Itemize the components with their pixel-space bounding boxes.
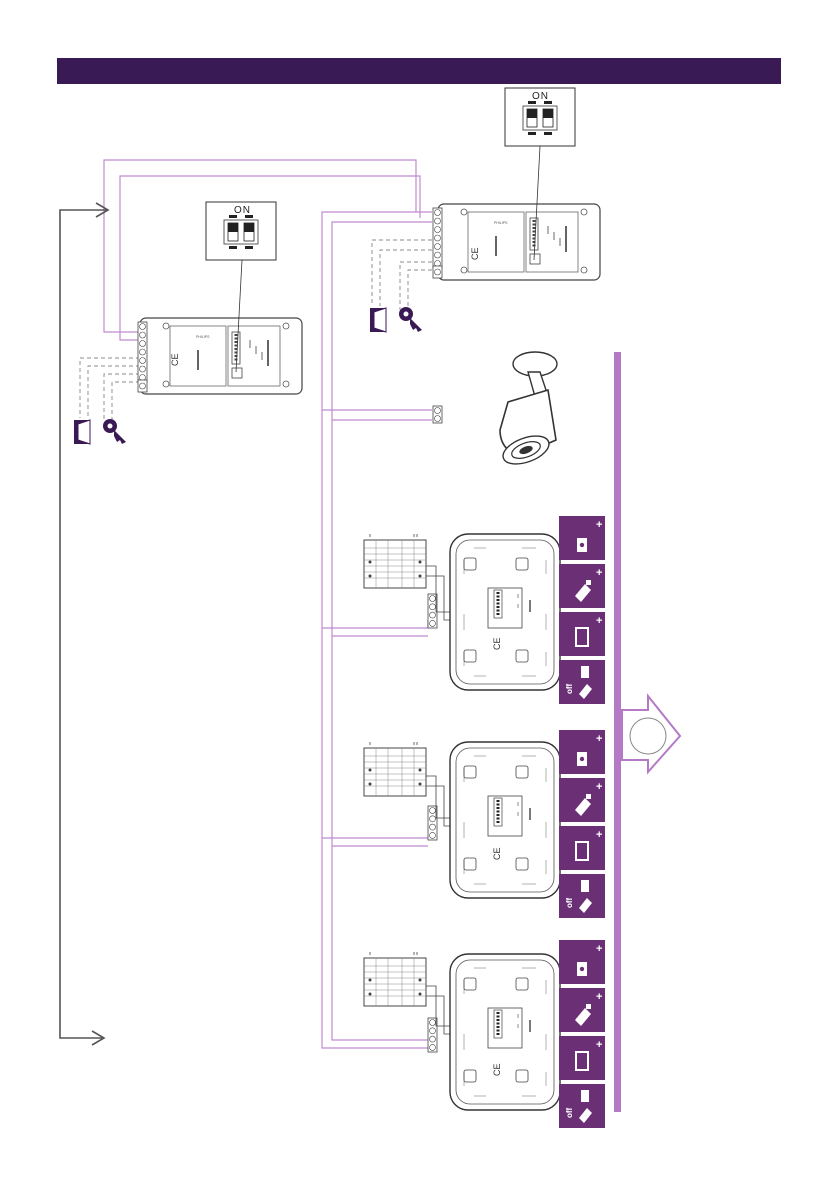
plus-sign: + [596, 1039, 602, 1051]
house-icon [622, 696, 680, 772]
camera-icon [499, 352, 557, 469]
door-station-2-terminals [433, 208, 442, 268]
door-station-2 [438, 204, 600, 280]
controls-monitor-2 [559, 730, 605, 918]
controls-monitor-3 [559, 940, 605, 1128]
link-arrow [60, 203, 108, 1045]
plus-sign: + [596, 733, 602, 745]
key-icon [399, 307, 422, 332]
psu-2 [364, 742, 426, 796]
monitor-1 [450, 534, 560, 690]
plus-sign: + [596, 991, 602, 1003]
door-icon [370, 308, 386, 332]
monitor-bus-bar [614, 352, 621, 1112]
ce-mark-1: CE [170, 353, 180, 366]
controls-monitor-1 [559, 516, 605, 704]
off-label: off [565, 683, 574, 694]
wiring-lines [104, 160, 432, 1048]
plus-sign: + [596, 781, 602, 793]
plus-sign: + [596, 567, 602, 579]
dip-switch-2-on-label: ON [532, 91, 549, 102]
ce-mark-monitor-2: CE [492, 847, 502, 860]
plus-sign: + [596, 615, 602, 627]
off-label: off [565, 1107, 574, 1118]
plus-sign: + [596, 829, 602, 841]
door-icon [74, 420, 90, 444]
door-station-1-terminals-2 [138, 380, 147, 392]
ce-mark-2: CE [470, 247, 480, 260]
monitor-2 [450, 742, 560, 898]
camera-terminals [433, 406, 442, 423]
off-label: off [565, 897, 574, 908]
psu-3 [364, 952, 426, 1006]
ce-mark-monitor-1: CE [492, 637, 502, 650]
psu-1 [364, 534, 426, 588]
plus-sign: + [596, 943, 602, 955]
key-icon [103, 419, 126, 444]
dip-switch-1-on-label: ON [234, 205, 251, 216]
door-station-2-terminals-2 [433, 266, 442, 278]
door-station-1 [140, 318, 302, 394]
door-station-1-terminals [138, 322, 147, 382]
monitor-3 [450, 954, 560, 1110]
ce-mark-monitor-3: CE [492, 1063, 502, 1076]
plus-sign: + [596, 519, 602, 531]
